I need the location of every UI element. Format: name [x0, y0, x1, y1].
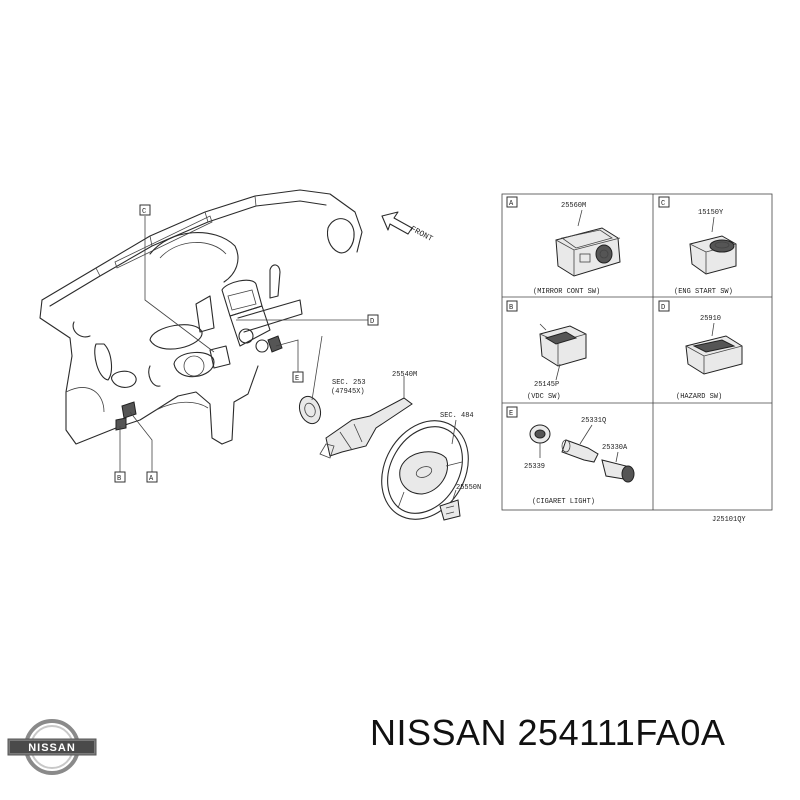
panel-b-caption: (VDC SW) [527, 393, 561, 401]
part-number-title: NISSAN 254111FA0A [370, 712, 726, 753]
callout-d: D [367, 314, 379, 326]
switch-25550n [439, 489, 461, 521]
svg-text:C: C [142, 208, 146, 216]
drawing-code: J25101QY [712, 516, 746, 524]
panel-a-part: 25560M [561, 202, 586, 210]
svg-text:NISSAN: NISSAN [28, 742, 76, 754]
svg-text:B: B [509, 304, 513, 312]
svg-text:C: C [661, 200, 665, 208]
panel-e-caption: (CIGARET LIGHT) [532, 498, 595, 506]
panel-c-caption: (ENG START SW) [674, 288, 733, 296]
panel-e-part-25339: 25339 [524, 463, 545, 471]
label-25550n: 25550N [456, 484, 481, 492]
panel-d-part: 25910 [700, 315, 721, 323]
svg-text:E: E [295, 375, 299, 383]
svg-text:E: E [509, 410, 513, 418]
steering-wheel [381, 419, 469, 520]
callout-b: B [114, 471, 126, 483]
panel-b-vdc-switch: B 25145P (VDC SW) [506, 300, 587, 401]
svg-text:B: B [117, 475, 121, 483]
label-sec253: SEC. 253 [332, 379, 366, 387]
panel-e-part-25331q: 25331Q [581, 417, 606, 425]
svg-text:A: A [149, 475, 154, 483]
svg-text:D: D [661, 304, 665, 312]
combination-switch [298, 335, 413, 459]
callout-a: A [146, 471, 158, 483]
inset-grid [501, 193, 773, 511]
front-arrow: FRONT [381, 211, 435, 244]
panel-c-part: 15150Y [698, 209, 724, 217]
svg-text:A: A [509, 200, 514, 208]
panel-a-mirror-switch: A 25560M (MIRROR CONT SW) [506, 196, 621, 296]
panel-b-part: 25145P [534, 381, 559, 389]
dashboard-illustration [39, 189, 368, 472]
svg-text:D: D [370, 318, 374, 326]
panel-d-caption: (HAZARD SW) [676, 393, 722, 401]
nissan-logo: NISSAN [7, 719, 97, 775]
callout-c: C [139, 204, 151, 216]
callout-e: E [292, 371, 304, 383]
panel-c-eng-start-switch: C 15150Y (ENG START SW) [658, 196, 737, 296]
panel-e-part-25330a: 25330A [602, 444, 628, 452]
svg-text:FRONT: FRONT [409, 225, 435, 244]
label-sec484: SEC. 484 [440, 412, 474, 420]
label-47945x: (47945X) [331, 388, 365, 396]
panel-a-caption: (MIRROR CONT SW) [533, 288, 600, 296]
label-25540m: 25540M [392, 371, 417, 379]
panel-d-hazard-switch: D 25910 (HAZARD SW) [658, 300, 743, 401]
panel-e-cigaret-light: E 25339 25331Q 25330A (CIGARET LIGHT) [506, 406, 635, 506]
